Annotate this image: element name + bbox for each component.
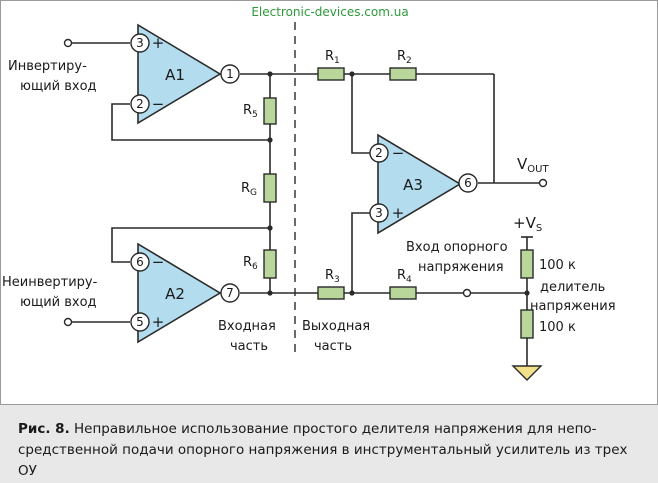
- ground-icon: [511, 365, 543, 381]
- pin-circle: [220, 64, 240, 84]
- figure-caption: Рис. 8. Неправильное использование прост…: [18, 419, 638, 482]
- a2-minus-sign: −: [152, 253, 165, 271]
- r5-label: R5: [243, 103, 258, 120]
- amplifier-a2: [137, 242, 222, 344]
- resistor-rg: [263, 173, 277, 203]
- a3-label: A3: [403, 176, 423, 194]
- node: [267, 137, 273, 143]
- caption-panel: Рис. 8. Неправильное использование прост…: [0, 405, 658, 483]
- inv-input-terminal: [63, 38, 73, 48]
- inv-input-label-2: ющий вход: [20, 79, 97, 94]
- resistor-r4: [389, 286, 417, 300]
- circuit-diagram: Electronic-devices.com.ua: [0, 0, 658, 405]
- divider-bottom-value: 100 к: [539, 320, 576, 335]
- pin-circle: [369, 203, 389, 223]
- resistor-r2: [389, 67, 417, 81]
- a2-pin-7: 7: [226, 286, 234, 300]
- r2-label: R2: [397, 49, 412, 66]
- node: [349, 71, 355, 77]
- wire-a3-inv: [351, 74, 370, 154]
- node: [524, 290, 530, 296]
- caption-text: Неправильное использование простого дели…: [18, 421, 628, 479]
- a3-plus-sign: +: [392, 204, 405, 222]
- input-part-label-1: Входная: [218, 319, 276, 334]
- a3-pin-6: 6: [464, 176, 472, 190]
- amplifier-a3: [377, 133, 462, 235]
- a2-label: A2: [165, 285, 185, 303]
- watermark: Electronic-devices.com.ua: [251, 5, 408, 19]
- resistor-divider-top: [520, 249, 534, 279]
- ref-input-label-2: напряжения: [418, 260, 504, 275]
- vout-terminal: [538, 178, 548, 188]
- node: [267, 290, 273, 296]
- divider-label-2: напряжения: [530, 299, 616, 314]
- vs-label: +VS: [513, 214, 542, 234]
- a3-minus-sign: −: [392, 144, 405, 162]
- ref-input-label-1: Вход опорного: [406, 240, 508, 255]
- a3-pin-3: 3: [375, 206, 383, 220]
- caption-label: Рис. 8.: [18, 421, 70, 437]
- amplifier-a1: [137, 23, 222, 125]
- resistor-r3: [317, 286, 345, 300]
- a1-minus-sign: −: [152, 95, 165, 113]
- r4-label: R4: [397, 268, 412, 285]
- resistor-r6: [263, 249, 277, 279]
- node: [267, 225, 273, 231]
- pin-circle: [458, 173, 478, 193]
- wire-a2-feedback: [111, 227, 270, 263]
- a2-pin-6: 6: [136, 255, 144, 269]
- a1-pin-2: 2: [136, 97, 144, 111]
- output-part-label-2: часть: [314, 339, 352, 354]
- inv-input-label-1: Инвертиру-: [8, 59, 87, 74]
- rg-label: RG: [241, 181, 257, 198]
- a1-pin-3: 3: [136, 36, 144, 50]
- input-part-label-2: часть: [230, 339, 268, 354]
- noninv-input-label-2: ющий вход: [20, 295, 97, 310]
- pin-circle: [130, 94, 150, 114]
- a2-pin-5: 5: [136, 315, 144, 329]
- resistor-r1: [317, 67, 345, 81]
- node: [349, 290, 355, 296]
- node: [267, 71, 273, 77]
- a1-plus-sign: +: [152, 34, 165, 52]
- pin-circle: [130, 312, 150, 332]
- pin-circle: [130, 33, 150, 53]
- noninv-input-terminal: [63, 317, 73, 327]
- a1-pin-1: 1: [226, 67, 234, 81]
- r1-label: R1: [325, 49, 340, 66]
- noninv-input-label-1: Неинвертиру-: [2, 275, 98, 290]
- pin-circle: [130, 252, 150, 272]
- output-part-label-1: Выходная: [302, 319, 370, 334]
- resistor-r5: [263, 97, 277, 125]
- pin-circle: [220, 283, 240, 303]
- r6-label: R6: [243, 255, 258, 272]
- divider-top-value: 100 к: [539, 258, 576, 273]
- a3-pin-2: 2: [375, 146, 383, 160]
- wire-a1-feedback: [111, 103, 270, 141]
- a1-label: A1: [165, 66, 185, 84]
- vout-label: VOUT: [517, 155, 549, 175]
- wire-a3-noninv: [351, 212, 370, 293]
- a2-plus-sign: +: [152, 313, 165, 331]
- resistor-divider-bottom: [520, 309, 534, 339]
- divider-label-1: делитель: [540, 280, 605, 295]
- pin-circle: [369, 143, 389, 163]
- ref-input-terminal: [462, 288, 472, 298]
- r3-label: R3: [325, 268, 340, 285]
